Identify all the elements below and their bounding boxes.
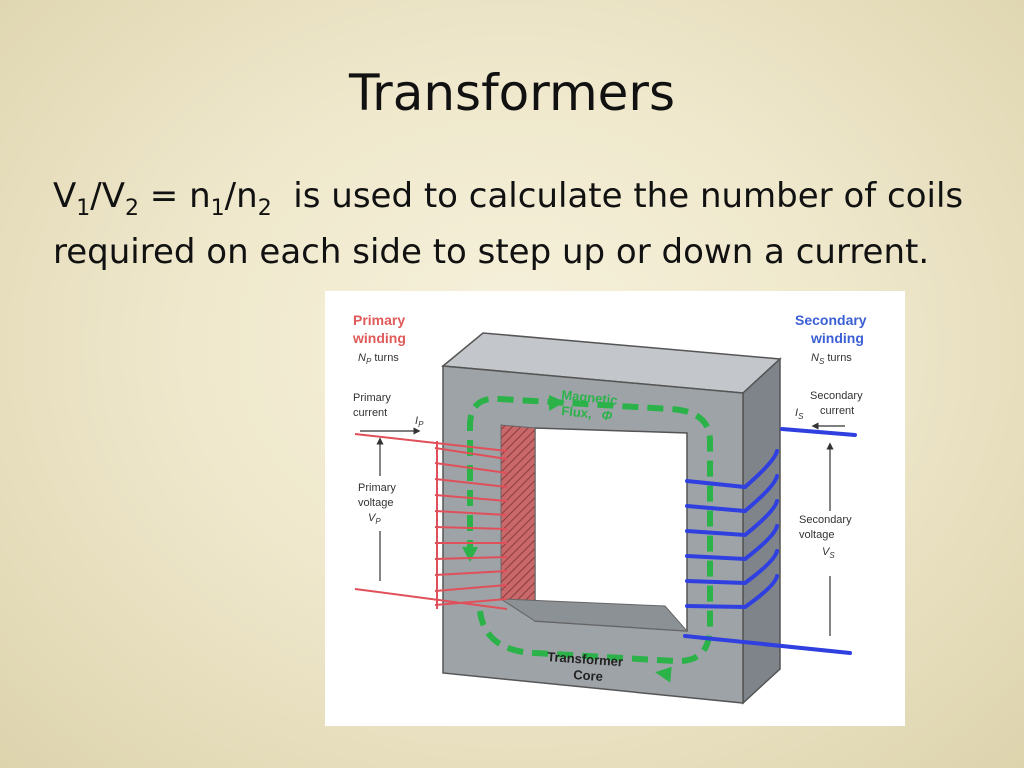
flux-arrow-top — [549, 395, 565, 411]
flux-arrow-bottom — [655, 666, 672, 683]
secondary-voltage-label-1: Secondary — [799, 514, 852, 526]
slide-title: Transformers — [348, 64, 676, 122]
secondary-current-symbol: IS — [795, 407, 804, 421]
flux-label-1: Magnetic — [561, 387, 619, 408]
primary-current-label-1: Primary — [353, 392, 391, 404]
body-sentence: is used to calculate the number of coils… — [53, 176, 974, 272]
secondary-current-label-1: Secondary — [810, 390, 863, 402]
primary-voltage-label-2: voltage — [358, 497, 393, 509]
core-label-2: Core — [573, 667, 604, 684]
flux-label-2: Flux,Φ — [561, 403, 614, 423]
primary-voltage-label-1: Primary — [358, 482, 396, 494]
transformer-svg: Primary winding NP turns Primary current… — [352, 312, 867, 705]
primary-winding-label-1: Primary — [353, 312, 405, 328]
secondary-current-label-2: current — [820, 405, 854, 417]
secondary-winding-label-2: winding — [810, 330, 864, 346]
primary-voltage-symbol: VP — [368, 512, 381, 526]
core-window-inner — [500, 424, 536, 622]
slide-body-text: V1/V2 = n1/n2 is used to calculate the n… — [53, 168, 993, 280]
formula: V1/V2 = n1/n2 — [53, 176, 272, 221]
primary-current-symbol: IP — [415, 415, 424, 429]
primary-coil — [354, 433, 508, 610]
transformer-diagram: Primary winding NP turns Primary current… — [325, 291, 905, 726]
flux-path — [467, 395, 713, 665]
primary-turns-label: NP turns — [358, 352, 399, 366]
secondary-voltage-symbol: VS — [822, 546, 835, 560]
primary-winding-label-2: winding — [352, 330, 406, 346]
secondary-voltage-label-2: voltage — [799, 529, 834, 541]
primary-current-label-2: current — [353, 407, 387, 419]
core-window-floor — [499, 598, 689, 632]
flux-arrow-left — [462, 547, 478, 562]
secondary-coil — [683, 427, 857, 655]
secondary-turns-label: NS turns — [811, 352, 852, 366]
core-label-1: Transformer — [547, 649, 624, 669]
secondary-winding-label-1: Secondary — [795, 312, 867, 328]
